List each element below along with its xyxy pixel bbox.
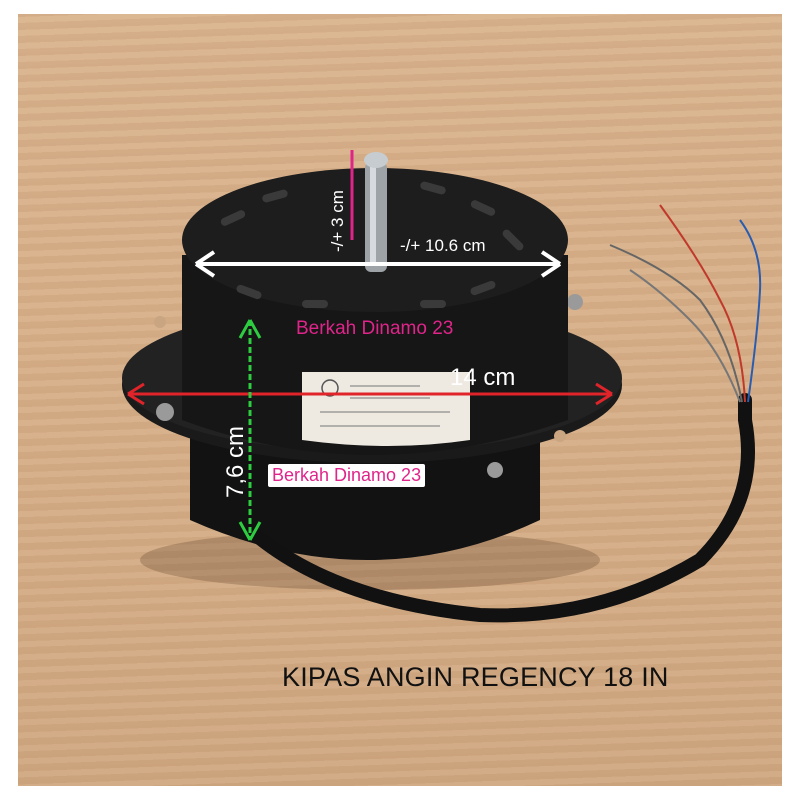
cooling-vents — [220, 181, 524, 308]
motor-bottom-housing — [190, 430, 540, 560]
flange-screw — [156, 403, 174, 421]
diameter-arrow — [194, 250, 562, 278]
diameter-label: -/+ 10.6 cm — [400, 236, 486, 255]
wire-grey — [609, 244, 743, 403]
watermark-top: Berkah Dinamo 23 — [296, 318, 454, 339]
wire-grey — [629, 269, 741, 403]
product-caption: KIPAS ANGIN REGENCY 18 IN — [282, 662, 669, 692]
wire-blue — [739, 219, 762, 403]
certification-mark — [321, 379, 339, 397]
shaft-tip — [364, 152, 388, 168]
flange-hole — [154, 316, 166, 328]
flange-width-arrow — [127, 382, 613, 406]
flange-screw — [487, 462, 503, 478]
watermark-bottom: Berkah Dinamo 23 — [268, 464, 426, 487]
motor-upper-housing — [182, 255, 568, 455]
shaft-height-label: -/+ 3 cm — [328, 190, 347, 252]
shaft-highlight — [370, 165, 376, 265]
motor-height-label: 7,6 cm — [222, 425, 249, 498]
power-cable — [243, 393, 755, 623]
sticker-print — [320, 385, 450, 427]
flange-hole — [554, 430, 566, 442]
wire-red — [659, 204, 746, 403]
height-arrow — [238, 319, 262, 541]
flange-screw — [567, 294, 583, 310]
flange-width-label: 14 cm — [450, 364, 516, 391]
shadow — [140, 530, 600, 590]
rating-sticker — [302, 372, 470, 446]
